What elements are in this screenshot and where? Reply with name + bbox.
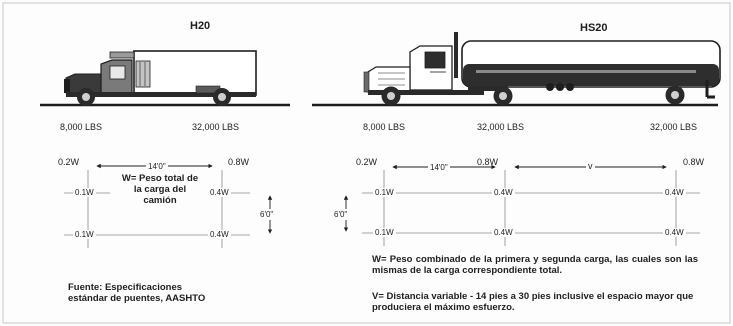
h20-front-factor: 0.2W xyxy=(58,157,80,167)
h20-w-note: W= Peso total de la carga del camión xyxy=(110,173,210,206)
hs20-front-axle-weight: 8,000 LBS xyxy=(363,122,406,132)
hs20-width-label: 6'0" xyxy=(334,209,348,220)
h20-wheel-load-front-top: 0.1W xyxy=(73,188,96,197)
source-note: Fuente: Especificaciones estándar de pue… xyxy=(68,282,268,304)
hs20-trailer-axle-weight: 32,000 LBS xyxy=(650,122,698,132)
hs20-truck-illustration xyxy=(312,32,721,107)
hs20-load-diagram xyxy=(362,170,700,246)
hs20-wheel-load-drive-top: 0.4W xyxy=(492,188,515,197)
source-note-line-2: estándar de puentes, AASHTO xyxy=(68,293,206,304)
h20-w-note-line-2: la carga del xyxy=(133,184,187,195)
h20-w-note-line-1: W= Peso total de xyxy=(121,173,199,184)
hs20-wheel-load-drive-bottom: 0.4W xyxy=(492,228,515,237)
hs20-wheel-load-trailer-bottom: 0.4W xyxy=(663,228,686,237)
hs20-wheel-load-trailer-top: 0.4W xyxy=(663,188,686,197)
h20-rear-axle-weight: 32,000 LBS xyxy=(192,122,240,132)
source-note-line-1: Fuente: Especificaciones xyxy=(68,282,183,293)
h20-cargo-box xyxy=(133,50,257,96)
hs20-variable-label: v xyxy=(586,161,595,171)
w-definition-note: W= Peso combinado de la primera y segund… xyxy=(372,254,698,276)
hs20-trailer-factor: 0.8W xyxy=(683,157,705,167)
hs20-front-factor: 0.2W xyxy=(356,157,378,167)
h20-rear-factor: 0.8W xyxy=(228,157,250,167)
hs20-title: HS20 xyxy=(580,22,608,34)
h20-spacing-label: 14'0" xyxy=(146,162,168,171)
h20-wheel-load-rear-top: 0.4W xyxy=(208,188,231,197)
h20-front-axle-weight: 8,000 LBS xyxy=(60,122,103,132)
h20-truck-illustration xyxy=(40,50,290,107)
h20-wheel-load-rear-bottom: 0.4W xyxy=(208,230,231,239)
hs20-wheel-load-front-bottom: 0.1W xyxy=(373,228,396,237)
h20-title: H20 xyxy=(190,20,211,32)
v-definition-note: V= Distancia variable - 14 pies a 30 pie… xyxy=(372,291,694,313)
hs20-wheel-load-front-top: 0.1W xyxy=(373,188,396,197)
hs20-drive-factor: 0.8W xyxy=(477,157,499,167)
hs20-drive-axle-weight: 32,000 LBS xyxy=(477,122,525,132)
h20-wheel-load-front-bottom: 0.1W xyxy=(73,230,96,239)
h20-width-label: 6'0" xyxy=(260,209,274,220)
h20-w-note-line-3: camión xyxy=(143,195,177,206)
hs20-spacing-label: 14'0" xyxy=(428,163,450,172)
